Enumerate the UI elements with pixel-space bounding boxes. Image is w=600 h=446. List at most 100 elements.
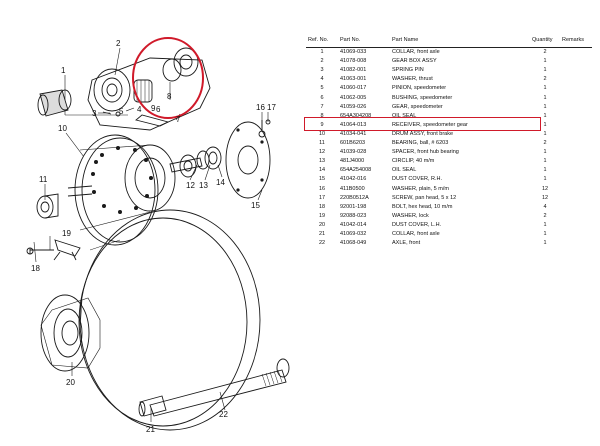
part-no-cell: 41064-013 [340, 121, 367, 128]
part-no-cell: 41039-028 [340, 149, 367, 156]
quantity-cell: 1 [543, 121, 547, 128]
ref-cell: 4 [320, 76, 324, 83]
part-no-cell: 481J4000 [340, 158, 365, 165]
part-no-cell: 41059-026 [340, 103, 367, 110]
part-no-cell: 41069-033 [340, 49, 367, 56]
part-no-cell: 41082-001 [340, 67, 367, 74]
part-name-cell: RECEIVER, speedometer gear [392, 121, 468, 128]
table-row: 5 41060-017 PINION, speedometer 1 [306, 84, 592, 93]
remarks-cell [560, 221, 592, 230]
part-no-cell: 220B0512A [340, 194, 369, 201]
ref-cell: 19 [318, 212, 326, 219]
quantity-cell: 1 [543, 85, 547, 92]
quantity-cell: 1 [543, 58, 547, 65]
part-no-cell: 41062-005 [340, 94, 367, 101]
part-no-cell: 41078-008 [340, 58, 367, 65]
dust-cover-left [40, 294, 101, 372]
callout-12: 12 [186, 181, 195, 190]
front-axle [138, 358, 290, 417]
quantity-cell: 2 [543, 212, 547, 219]
callout-17: 17 [267, 103, 276, 112]
part-no-cell: 41042-014 [340, 221, 367, 228]
ref-cell: 13 [318, 158, 326, 165]
ref-cell: 5 [320, 85, 324, 92]
collar-1 [37, 89, 72, 117]
ref-cell: 7 [320, 103, 324, 110]
remarks-cell [560, 48, 592, 58]
ref-cell: 12 [318, 149, 326, 156]
callout-20: 20 [66, 378, 75, 387]
callout-14: 14 [216, 178, 225, 187]
callout-1: 1 [61, 66, 66, 75]
brake-hub [67, 134, 176, 246]
table-row: 1 41069-033 COLLAR, front axle 2 [306, 48, 592, 58]
ref-cell: 22 [318, 240, 326, 247]
quantity-cell: 1 [543, 221, 547, 228]
dust-cover-right [225, 121, 271, 199]
ref-cell: 1 [320, 49, 324, 56]
part-name-cell: BOLT, hex head, 10 m/m [392, 203, 453, 210]
part-name-cell: PINION, speedometer [392, 85, 447, 92]
part-name-cell: WASHER, plain, 5 m/m [392, 185, 449, 192]
callout-10: 10 [58, 124, 67, 133]
remarks-cell [560, 239, 592, 248]
part-no-cell: 41060-017 [340, 85, 367, 92]
callout-5: 5 [119, 107, 124, 116]
ref-cell: 6 [320, 94, 324, 101]
part-no-cell: 654A254008 [340, 167, 372, 174]
part-name-cell: GEAR, speedometer [392, 103, 443, 110]
callout-16: 16 [256, 103, 265, 112]
part-name-cell: OIL SEAL [392, 167, 417, 174]
remarks-cell [560, 212, 592, 221]
bolt-18 [26, 247, 54, 255]
remarks-cell [560, 84, 592, 93]
remarks-cell [560, 139, 592, 148]
part-no-cell: 92001-198 [340, 203, 367, 210]
quantity-cell: 1 [543, 240, 547, 247]
bearing-left [36, 193, 59, 219]
callout-9: 9 [151, 104, 156, 113]
quantity-cell: 12 [541, 194, 549, 201]
remarks-cell [560, 148, 592, 157]
remarks-cell [560, 230, 592, 239]
parts-list-table: Ref. No. Part No. Part Name Quantity Rem… [306, 36, 592, 248]
ref-cell: 2 [320, 58, 324, 65]
remarks-cell [560, 57, 592, 66]
quantity-cell: 1 [543, 230, 547, 237]
part-no-cell: 41042-016 [340, 176, 367, 183]
remarks-cell [560, 185, 592, 194]
remarks-cell [560, 121, 592, 130]
bearing-set-right [169, 146, 222, 178]
part-no-cell: 41069-032 [340, 230, 367, 237]
callout-7: 7 [176, 115, 181, 124]
quantity-cell: 1 [543, 130, 547, 137]
part-name-cell: WASHER, thrust [392, 76, 433, 83]
remarks-cell [560, 203, 592, 212]
callout-21: 21 [146, 425, 155, 434]
part-name-cell: DUST COVER, R.H. [392, 176, 443, 183]
part-name-cell: AXLE, front [392, 240, 421, 247]
highlight-box-row-8 [304, 117, 541, 131]
part-name-cell: COLLAR, front axle [392, 49, 440, 56]
part-name-cell: OIL SEAL [392, 112, 417, 119]
part-no-cell: 41034-041 [340, 130, 367, 137]
part-no-cell: 41068-049 [340, 240, 367, 247]
quantity-cell: 2 [543, 49, 547, 56]
ref-cell: 9 [320, 121, 324, 128]
callout-6: 6 [156, 105, 161, 114]
quantity-cell: 1 [543, 94, 547, 101]
lock-washer-19 [53, 239, 81, 261]
quantity-cell: 2 [543, 76, 547, 83]
quantity-cell: 1 [543, 103, 547, 110]
part-name-cell: SCREW, pan head, 5 x 12 [392, 194, 457, 201]
